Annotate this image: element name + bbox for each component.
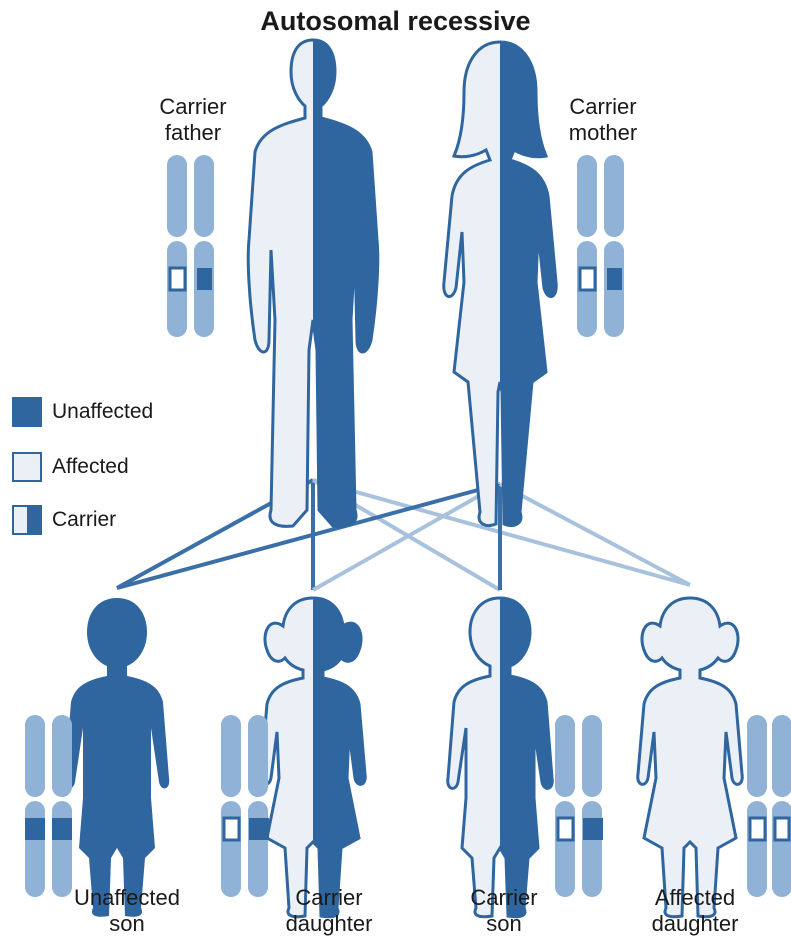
legend-unaffected-label: Unaffected [52, 400, 153, 424]
child-label-line1: Unaffected [52, 885, 202, 911]
mother-chromosomes [577, 155, 624, 337]
father-label: Carrier father [138, 94, 248, 146]
unaffected-son-chromosomes [25, 715, 72, 897]
legend-carrier: Carrier [12, 503, 116, 537]
inheritance-lines [117, 480, 690, 590]
father-label-line1: Carrier [138, 94, 248, 120]
affected-daughter-chromosomes [747, 715, 791, 897]
legend-unaffected-swatch [12, 397, 42, 427]
legend-affected-label: Affected [52, 455, 129, 479]
child-label-carrier-daughter: Carrier daughter [254, 885, 404, 937]
child-label-line1: Carrier [254, 885, 404, 911]
mother-label: Carrier mother [548, 94, 658, 146]
legend-carrier-swatch [12, 505, 42, 535]
father-label-line2: father [138, 120, 248, 146]
child-label-line2: daughter [254, 911, 404, 937]
carrier-son-figure [448, 598, 553, 917]
legend-affected: Affected [12, 450, 129, 484]
mother-figure [444, 42, 557, 526]
father-chromosomes [167, 155, 214, 337]
child-label-line1: Affected [620, 885, 770, 911]
child-label-carrier-son: Carrier son [429, 885, 579, 937]
child-label-affected-daughter: Affected daughter [620, 885, 770, 937]
child-label-line2: daughter [620, 911, 770, 937]
child-label-line2: son [52, 911, 202, 937]
carrier-son-chromosomes [555, 715, 603, 897]
carrier-daughter-figure [261, 598, 366, 917]
legend-affected-swatch [12, 452, 42, 482]
legend-unaffected: Unaffected [12, 395, 153, 429]
mother-label-line1: Carrier [548, 94, 658, 120]
carrier-daughter-chromosomes [221, 715, 269, 897]
child-label-line1: Carrier [429, 885, 579, 911]
legend-carrier-label: Carrier [52, 508, 116, 532]
line-mother-to-daughter2 [500, 484, 690, 585]
unaffected-son-figure [65, 598, 170, 917]
mother-label-line2: mother [548, 120, 658, 146]
child-label-unaffected-son: Unaffected son [52, 885, 202, 937]
child-label-line2: son [429, 911, 579, 937]
father-figure [248, 40, 378, 526]
affected-daughter-figure [638, 598, 743, 917]
